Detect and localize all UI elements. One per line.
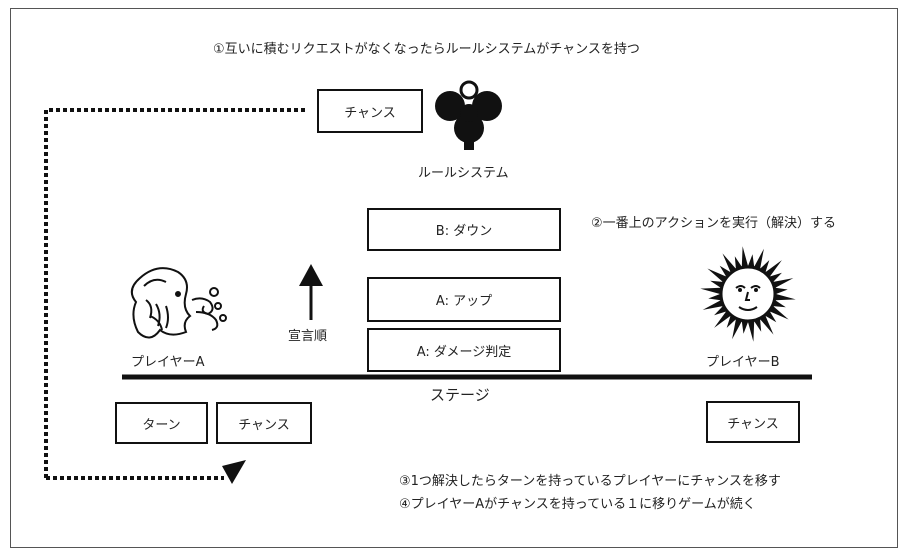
player-a-chance-box: チャンス bbox=[216, 402, 312, 444]
chance-return-path bbox=[44, 108, 305, 480]
stack-item-middle: A: アップ bbox=[367, 277, 561, 322]
chance-return-arrowhead bbox=[222, 460, 246, 484]
declaration-order-label: 宣言順 bbox=[288, 329, 328, 344]
note-step4: ④プレイヤーAがチャンスを持っている１に移りゲームが続く bbox=[399, 497, 756, 512]
diagram-frame bbox=[10, 8, 898, 548]
player-a-label: プレイヤーA bbox=[131, 355, 205, 370]
player-a-turn-box: ターン bbox=[115, 402, 208, 444]
player-b-chance-box: チャンス bbox=[706, 401, 800, 443]
rule-system-label: ルールシステム bbox=[418, 166, 509, 181]
declaration-order-arrow bbox=[299, 264, 323, 320]
stack-item-bottom: A: ダメージ判定 bbox=[367, 328, 561, 372]
player-b-label: プレイヤーB bbox=[706, 355, 780, 370]
rule-system-chance-box: チャンス bbox=[317, 89, 423, 133]
stage-label: ステージ bbox=[430, 386, 490, 404]
note-step3: ③1つ解決したらターンを持っているプレイヤーにチャンスを移す bbox=[399, 474, 781, 489]
note-step1: ①互いに積むリクエストがなくなったらルールシステムがチャンスを持つ bbox=[213, 42, 640, 57]
stack-item-top: B: ダウン bbox=[367, 208, 561, 251]
note-step2: ②一番上のアクションを実行（解決）する bbox=[591, 216, 837, 231]
